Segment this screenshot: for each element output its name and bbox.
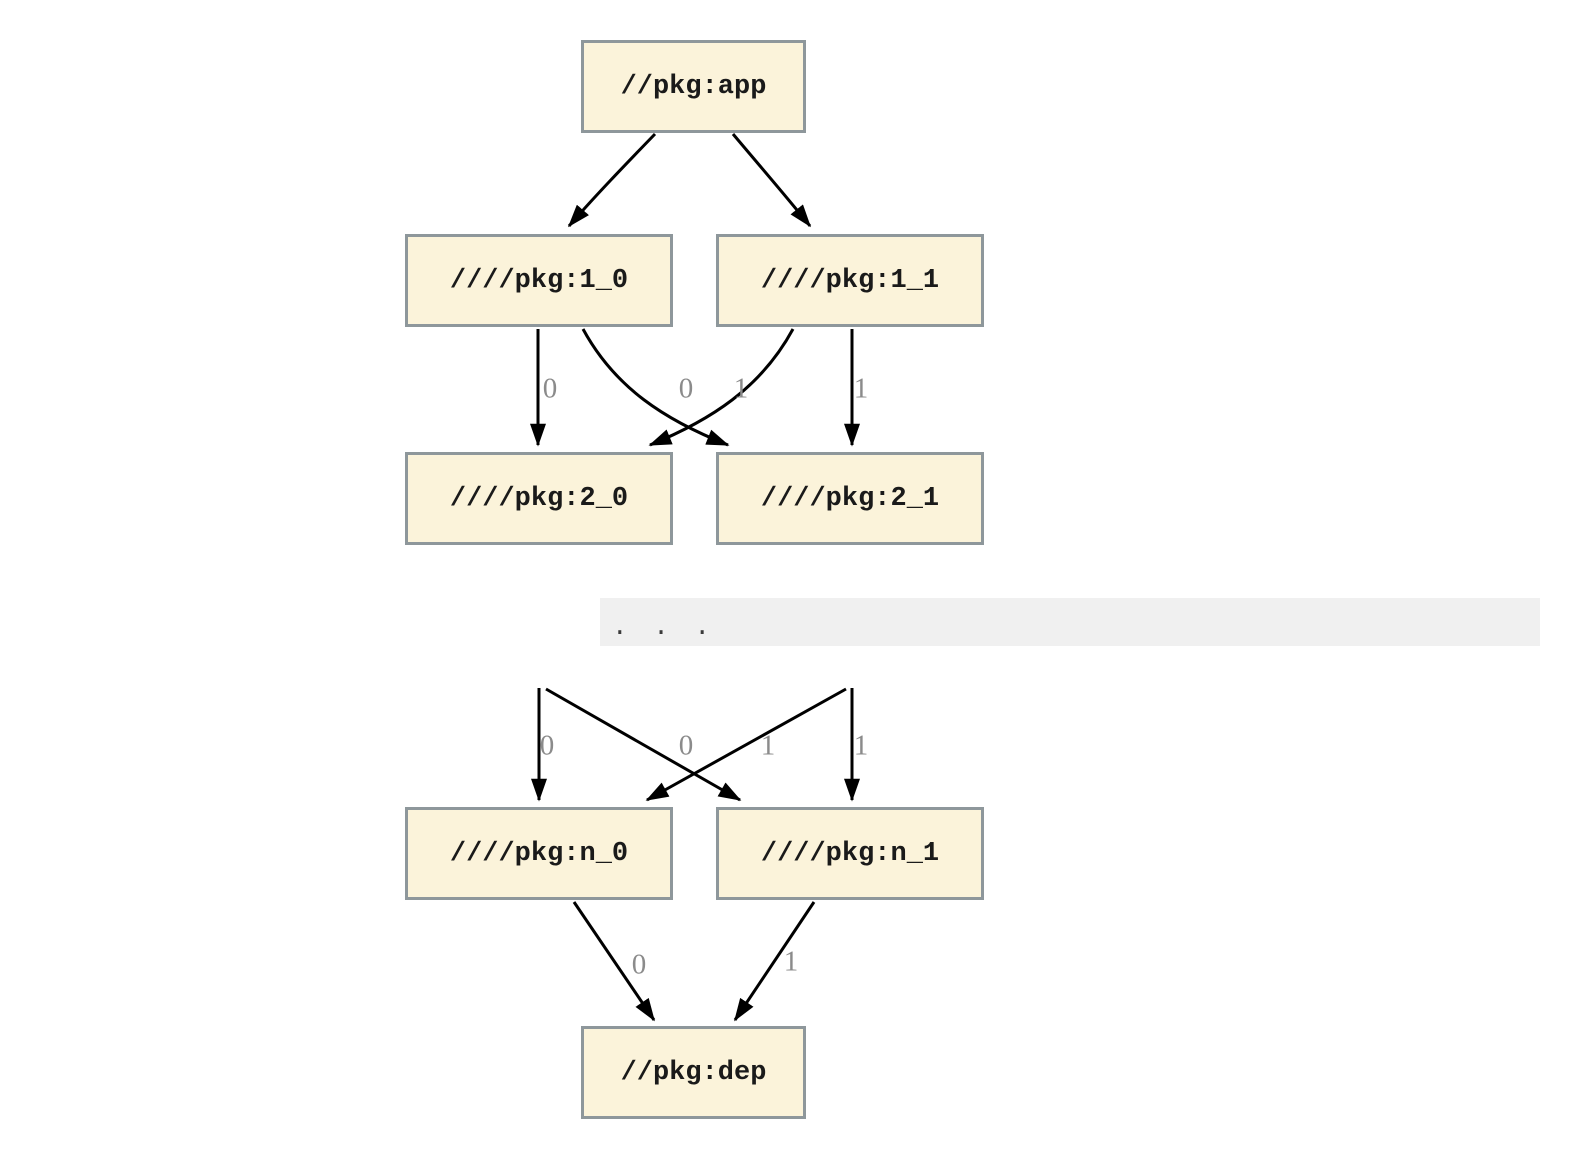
node-pkg-2_1: ////pkg:2_1 xyxy=(716,452,984,545)
node-pkg-dep-label: //pkg:dep xyxy=(620,1057,767,1088)
edge-app-1_1 xyxy=(731,133,812,228)
node-pkg-2_0: ////pkg:2_0 xyxy=(405,452,673,545)
edge-n_1-dep xyxy=(733,901,816,1022)
edge-label-ellipsis-n_1-straight: 1 xyxy=(853,729,869,762)
edge-n_0-dep xyxy=(572,901,656,1022)
node-pkg-1_0-label: ////pkg:1_0 xyxy=(449,265,629,296)
edge-label-n_0-dep: 0 xyxy=(631,948,647,981)
edge-label-ellipsis-n_0-straight: 0 xyxy=(539,729,555,762)
node-pkg-n_1: ////pkg:n_1 xyxy=(716,807,984,900)
edge-label-n_1-dep: 1 xyxy=(783,945,799,978)
node-pkg-n_0: ////pkg:n_0 xyxy=(405,807,673,900)
node-pkg-1_0: ////pkg:1_0 xyxy=(405,234,673,327)
edge-label-ellipsis-n_0-cross: 0 xyxy=(678,729,694,762)
node-pkg-1_1-label: ////pkg:1_1 xyxy=(760,265,940,296)
node-pkg-dep: //pkg:dep xyxy=(581,1026,806,1119)
ellipsis-band: . . . xyxy=(600,598,1540,646)
edge-app-1_0 xyxy=(567,132,657,228)
node-pkg-1_1: ////pkg:1_1 xyxy=(716,234,984,327)
edge-label-1_0-2_1: 1 xyxy=(733,372,749,405)
node-pkg-2_1-label: ////pkg:2_1 xyxy=(760,483,940,514)
node-pkg-n_0-label: ////pkg:n_0 xyxy=(449,838,629,869)
node-pkg-n_1-label: ////pkg:n_1 xyxy=(760,838,940,869)
edge-1_1-2_0 xyxy=(648,328,795,447)
edge-ellipsis-n_1-cross xyxy=(545,687,742,802)
edge-label-1_1-2_1: 1 xyxy=(853,372,869,405)
node-pkg-2_0-label: ////pkg:2_0 xyxy=(449,483,629,514)
edge-label-1_0-2_0: 0 xyxy=(542,372,558,405)
ellipsis-dots: . . . xyxy=(612,612,716,642)
edge-1_0-2_1 xyxy=(581,328,730,447)
edge-label-ellipsis-n_1-cross: 1 xyxy=(760,729,776,762)
node-pkg-app: //pkg:app xyxy=(581,40,806,133)
edge-ellipsis-n_0-cross xyxy=(645,687,847,802)
node-pkg-app-label: //pkg:app xyxy=(620,71,767,102)
edge-label-1_1-2_0: 0 xyxy=(678,372,694,405)
